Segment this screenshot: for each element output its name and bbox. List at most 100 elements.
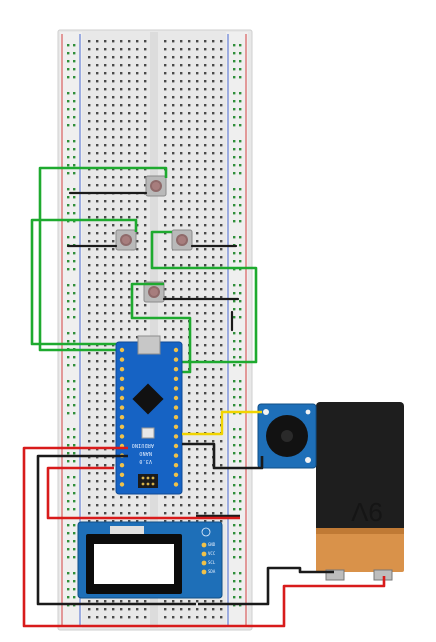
breadboard-hole (220, 136, 223, 139)
breadboard-hole (73, 460, 76, 463)
breadboard-hole (220, 296, 223, 299)
breadboard-hole (88, 488, 91, 491)
breadboard-hole (212, 136, 215, 139)
red-wires (22, 446, 386, 628)
breadboard-hole (164, 264, 167, 267)
breadboard-hole (96, 232, 99, 235)
breadboard-hole (88, 152, 91, 155)
breadboard-hole (204, 256, 207, 259)
breadboard-hole (196, 144, 199, 147)
breadboard-hole (172, 296, 175, 299)
breadboard-hole (188, 120, 191, 123)
breadboard-hole (180, 320, 183, 323)
breadboard-hole (136, 320, 139, 323)
breadboard-hole (73, 100, 76, 103)
breadboard-hole (73, 52, 76, 55)
breadboard-hole (104, 88, 107, 91)
breadboard-hole (196, 120, 199, 123)
breadboard-hole (120, 520, 123, 523)
breadboard-hole (67, 332, 70, 335)
breadboard-hole (196, 72, 199, 75)
breadboard-hole (96, 520, 99, 523)
breadboard-hole (136, 232, 139, 235)
breadboard-hole (112, 368, 115, 371)
breadboard-hole (164, 328, 167, 331)
breadboard-hole (204, 368, 207, 371)
breadboard-hole (144, 120, 147, 123)
breadboard-hole (212, 104, 215, 107)
breadboard-hole (73, 596, 76, 599)
breadboard-hole (196, 480, 199, 483)
breadboard-hole (172, 272, 175, 275)
breadboard-hole (196, 440, 199, 443)
breadboard-hole (220, 200, 223, 203)
breadboard-hole (164, 208, 167, 211)
breadboard-hole (180, 272, 183, 275)
breadboard-hole (73, 332, 76, 335)
breadboard-hole (104, 184, 107, 187)
breadboard-hole (188, 48, 191, 51)
breadboard-hole (233, 556, 236, 559)
breadboard-hole (104, 272, 107, 275)
breadboard-right-rail (226, 32, 248, 628)
breadboard-hole (67, 452, 70, 455)
breadboard-hole (196, 56, 199, 59)
breadboard-hole (172, 96, 175, 99)
breadboard-hole (188, 472, 191, 475)
breadboard-hole (96, 152, 99, 155)
breadboard-hole (239, 500, 242, 503)
breadboard-hole (220, 448, 223, 451)
breadboard-hole (88, 144, 91, 147)
breadboard-hole (164, 280, 167, 283)
breadboard-hole (104, 72, 107, 75)
breadboard-hole (196, 464, 199, 467)
breadboard-hole (212, 416, 215, 419)
breadboard-hole (96, 376, 99, 379)
breadboard-hole (144, 608, 147, 611)
breadboard-hole (73, 548, 76, 551)
breadboard-hole (188, 264, 191, 267)
breadboard-hole (73, 356, 76, 359)
breadboard-hole (172, 256, 175, 259)
breadboard-hole (128, 320, 131, 323)
breadboard-hole (136, 264, 139, 267)
breadboard-hole (88, 280, 91, 283)
breadboard-hole (128, 128, 131, 131)
breadboard-hole (88, 224, 91, 227)
breadboard-hole (104, 472, 107, 475)
breadboard-hole (188, 384, 191, 387)
breadboard-hole (112, 384, 115, 387)
breadboard-hole (220, 48, 223, 51)
breadboard-hole (88, 200, 91, 203)
breadboard-hole (136, 296, 139, 299)
breadboard-hole (188, 496, 191, 499)
breadboard-hole (136, 160, 139, 163)
nano-header-pin (173, 443, 179, 449)
breadboard-hole (220, 384, 223, 387)
nano-header-pin (173, 453, 179, 458)
breadboard-hole (188, 168, 191, 171)
breadboard-hole (128, 496, 131, 499)
breadboard-hole (88, 128, 91, 131)
breadboard-hole (88, 600, 91, 603)
breadboard-hole (239, 188, 242, 191)
breadboard-hole (96, 336, 99, 339)
breadboard-hole (204, 424, 207, 427)
breadboard-hole (120, 40, 123, 43)
breadboard-hole (164, 96, 167, 99)
breadboard-hole (164, 152, 167, 155)
breadboard-hole (73, 444, 76, 447)
breadboard-hole (196, 384, 199, 387)
breadboard-hole (104, 40, 107, 43)
breadboard-hole (104, 496, 107, 499)
breadboard-hole (239, 52, 242, 55)
breadboard-hole (144, 264, 147, 267)
breadboard-hole (144, 256, 147, 259)
breadboard-hole (104, 520, 107, 523)
breadboard-hole (104, 96, 107, 99)
breadboard-hole (128, 600, 131, 603)
breadboard-hole (239, 428, 242, 431)
breadboard-hole (180, 312, 183, 315)
breadboard-hole (73, 476, 76, 479)
